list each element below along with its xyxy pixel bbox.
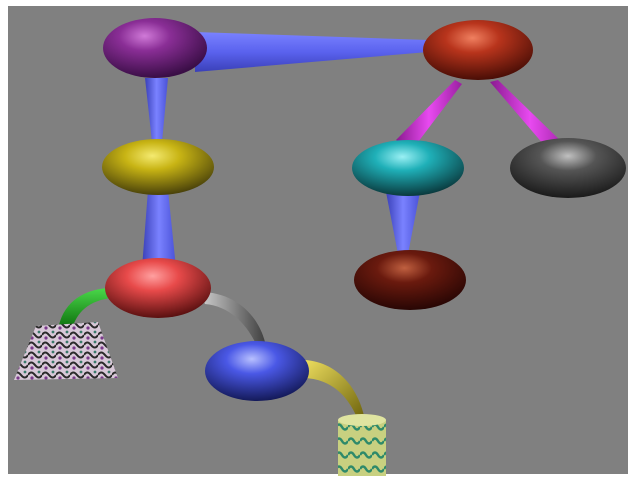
- edge-purple-yellow: [145, 78, 168, 142]
- edge-blue-tilecylinder: [302, 360, 365, 420]
- node-tile-box: [14, 322, 118, 380]
- node-brown: [354, 250, 466, 310]
- node-coral: [105, 258, 211, 318]
- node-red-top: [423, 20, 533, 80]
- edge-coral-blue: [200, 292, 265, 342]
- node-purple: [103, 18, 207, 78]
- edge-redtop-gray: [490, 80, 570, 152]
- node-tile-cylinder: [338, 414, 386, 476]
- edge-yellow-coral: [142, 190, 176, 268]
- edge-coral-tilebox: [58, 288, 112, 330]
- node-cyan: [352, 140, 464, 196]
- node-gray: [510, 138, 626, 198]
- background: [8, 6, 628, 474]
- edge-purple-redtop: [195, 32, 428, 72]
- node-blue: [205, 341, 309, 401]
- edge-redtop-cyan: [396, 80, 462, 150]
- edge-cyan-brown: [386, 192, 420, 254]
- node-yellow: [102, 139, 214, 195]
